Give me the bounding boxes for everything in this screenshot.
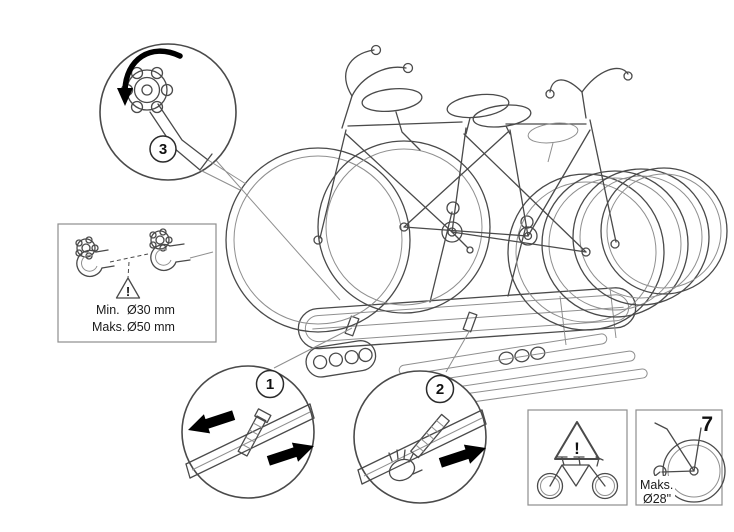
loaded-bike-icon xyxy=(536,456,619,500)
step2-badge xyxy=(425,374,455,404)
strap-icon xyxy=(237,408,272,457)
wheel-max-label: Maks. xyxy=(640,478,673,492)
strap-icon xyxy=(410,413,450,459)
wheel-rails xyxy=(398,333,648,405)
small-warning-triangle-icon: ! xyxy=(115,277,141,299)
wheel-size-box: 7 Maks. Ø28" xyxy=(635,409,726,506)
bike-frame-rear xyxy=(403,67,633,246)
rotate-arrow-icon xyxy=(117,48,183,106)
min-label: Min. xyxy=(96,303,120,317)
step3-badge xyxy=(149,135,177,163)
callout-circle xyxy=(353,370,487,504)
step7-number: 7 xyxy=(701,413,713,436)
leader-lines xyxy=(213,157,471,373)
callout-step2: 2 xyxy=(353,370,487,504)
min-value: Ø30 mm xyxy=(127,303,175,317)
arrow-right-icon xyxy=(266,442,314,466)
bike-extra-parts xyxy=(361,87,579,163)
step3-number: 3 xyxy=(159,141,167,158)
bike-wheel-icon xyxy=(649,422,726,503)
callout-step3: 3 xyxy=(99,43,247,191)
warning-dashed-line xyxy=(127,261,130,279)
clamp-spec-box: ! Min. Ø30 mm Maks. Ø50 mm xyxy=(57,223,217,343)
callout-step1: 1 xyxy=(181,365,315,499)
step2-number: 2 xyxy=(436,381,444,398)
label-backing xyxy=(637,476,675,504)
step1-number: 1 xyxy=(266,376,274,393)
light-cluster-left xyxy=(305,340,377,378)
warning-triangle-icon: ! xyxy=(554,421,600,460)
clamp-icon-right xyxy=(149,228,214,272)
clamp-icon-left xyxy=(75,236,115,278)
max-label: Maks. xyxy=(92,320,125,334)
light-cluster-right xyxy=(498,346,546,365)
arrow-left-icon xyxy=(188,410,236,434)
max-value: Ø50 mm xyxy=(127,320,175,334)
arrow-right-icon xyxy=(438,444,486,468)
warning-mark: ! xyxy=(574,439,580,458)
safety-warning-box: ! xyxy=(527,409,628,506)
wheel-max-value: Ø28" xyxy=(643,492,671,506)
main-illustration xyxy=(213,44,728,405)
step1-badge xyxy=(255,369,285,399)
small-warning-mark: ! xyxy=(126,284,130,299)
bike-wheels xyxy=(225,140,728,333)
hand-icon xyxy=(388,449,423,482)
